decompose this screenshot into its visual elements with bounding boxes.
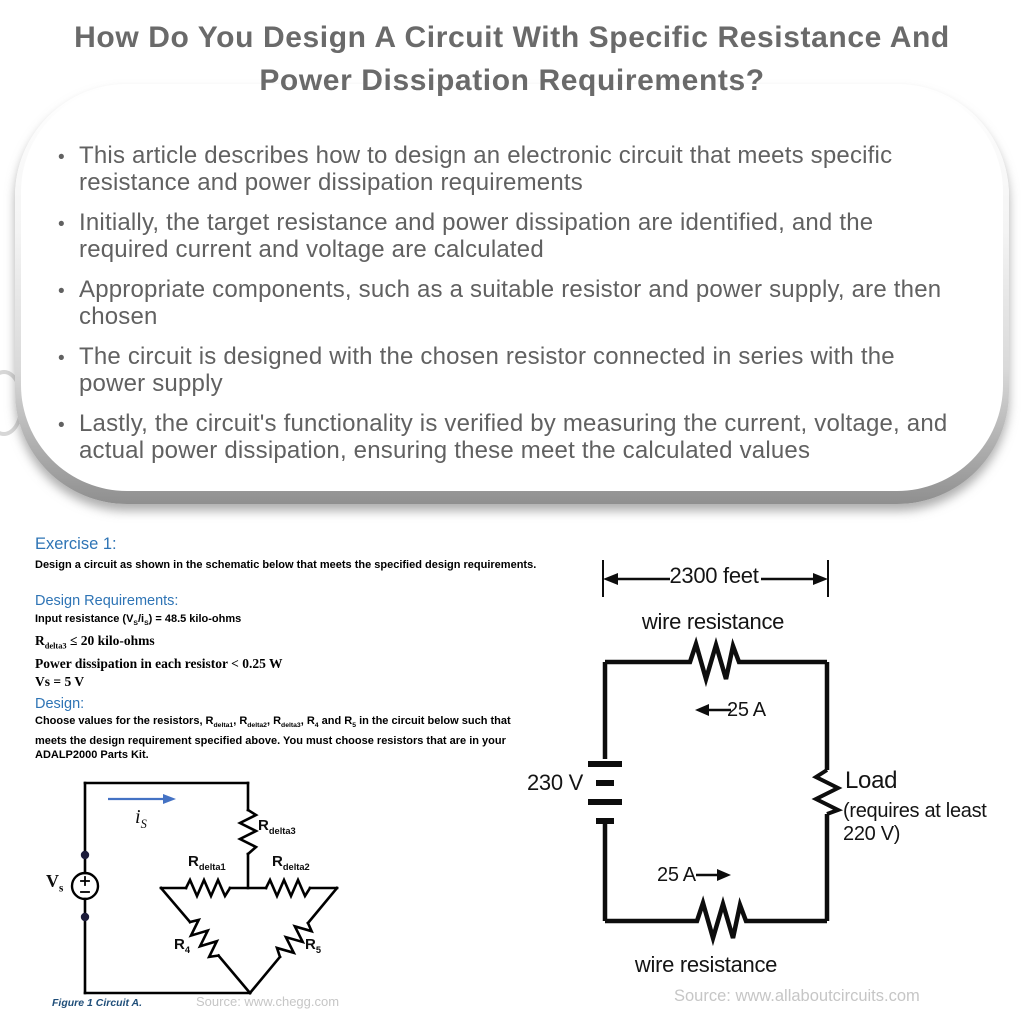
summary-list: This article describes how to design an …: [21, 86, 1003, 464]
requirement-input-resistance: Input resistance (VS/iS) = 48.5 kilo-ohm…: [35, 613, 242, 628]
battery-voltage-label: 230 V: [527, 770, 583, 795]
requirement-rdelta3: Rdelta3 ≤ 20 kilo-ohms: [35, 633, 155, 651]
summary-card-inner: This article describes how to design an …: [21, 86, 1003, 491]
left-diagonal-lower: [216, 953, 252, 995]
rdelta1-label: Rdelta1: [188, 853, 226, 872]
resistor-r4-icon: [188, 917, 220, 959]
right-diagonal-lower: [248, 955, 282, 995]
exercise-intro: Design a circuit as shown in the schemat…: [35, 559, 537, 571]
current-arrowhead-top: [695, 704, 709, 716]
load-resistor-icon: [811, 768, 844, 816]
node-dot-top: [80, 850, 90, 860]
current-arrowhead-bottom: [717, 869, 731, 881]
r5-label: R5: [305, 936, 322, 955]
current-arrow-icon: [108, 794, 176, 804]
vs-label: Vs: [46, 871, 64, 895]
design-heading: Design:: [35, 696, 85, 712]
dimension-arrowhead-left: [603, 573, 618, 585]
dimension-arrowhead-right: [813, 573, 828, 585]
summary-bullet-1: This article describes how to design an …: [51, 142, 951, 196]
requirement-vs: Vs = 5 V: [35, 673, 85, 689]
resistor-rdelta3-icon: [237, 808, 259, 856]
left-diagonal: [159, 886, 192, 924]
wire-resistance-bottom-label: wire resistance: [634, 952, 778, 977]
figure-caption: Figure 1 Circuit A.: [52, 997, 143, 1009]
page-title-line2: Power Dissipation Requirements?: [259, 64, 765, 97]
wire-resistance-top-label: wire resistance: [641, 609, 785, 634]
circuit-a-schematic: [70, 781, 339, 995]
chegg-source-text: Source: www.chegg.com: [196, 994, 340, 1009]
design-paragraph: Choose values for the resistors, Rdelta1…: [35, 715, 511, 762]
page-title: How Do You Design A Circuit With Specifi…: [0, 16, 1024, 102]
summary-bullet-4: The circuit is designed with the chosen …: [51, 343, 951, 397]
summary-bullet-3: Appropriate components, such as a suitab…: [51, 276, 951, 330]
is-label: iS: [135, 806, 147, 831]
summary-bullet-2: Initially, the target resistance and pow…: [51, 209, 951, 263]
design-requirements-list: Input resistance (VS/iS) = 48.5 kilo-ohm…: [35, 612, 282, 691]
distance-label: 2300 feet: [669, 563, 759, 588]
current-bottom-label: 25 A: [657, 864, 696, 886]
allaboutcircuits-source-text: Source: www.allaboutcircuits.com: [674, 987, 920, 1005]
bottom-wire-with-resistor: [605, 895, 827, 947]
requirement-power: Power dissipation in each resistor < 0.2…: [35, 656, 283, 672]
summary-bullet-5: Lastly, the circuit's functionality is v…: [51, 410, 951, 464]
exercise-heading: Exercise 1:: [35, 535, 117, 553]
voltage-source-icon: [70, 871, 100, 901]
page-title-line1: How Do You Design A Circuit With Specifi…: [74, 21, 950, 54]
r4-label: R4: [174, 936, 191, 955]
node-dot-bottom: [80, 912, 90, 922]
rdelta3-label: Rdelta3: [258, 817, 296, 836]
load-label: Load: [845, 767, 898, 794]
resistor-rdelta2-icon: [264, 876, 312, 900]
wire-resistance-circuit: [588, 560, 844, 947]
load-note-label: (requires at least 220 V): [843, 800, 987, 845]
resistor-r5-icon: [274, 921, 314, 959]
current-top-label: 25 A: [727, 699, 766, 721]
rdelta2-label: Rdelta2: [272, 853, 310, 872]
summary-card: This article describes how to design an …: [15, 84, 1009, 504]
top-wire-with-resistor: [605, 636, 827, 688]
resistor-rdelta1-icon: [184, 876, 232, 900]
design-requirements-heading: Design Requirements:: [35, 593, 179, 609]
right-diagonal: [306, 886, 339, 925]
